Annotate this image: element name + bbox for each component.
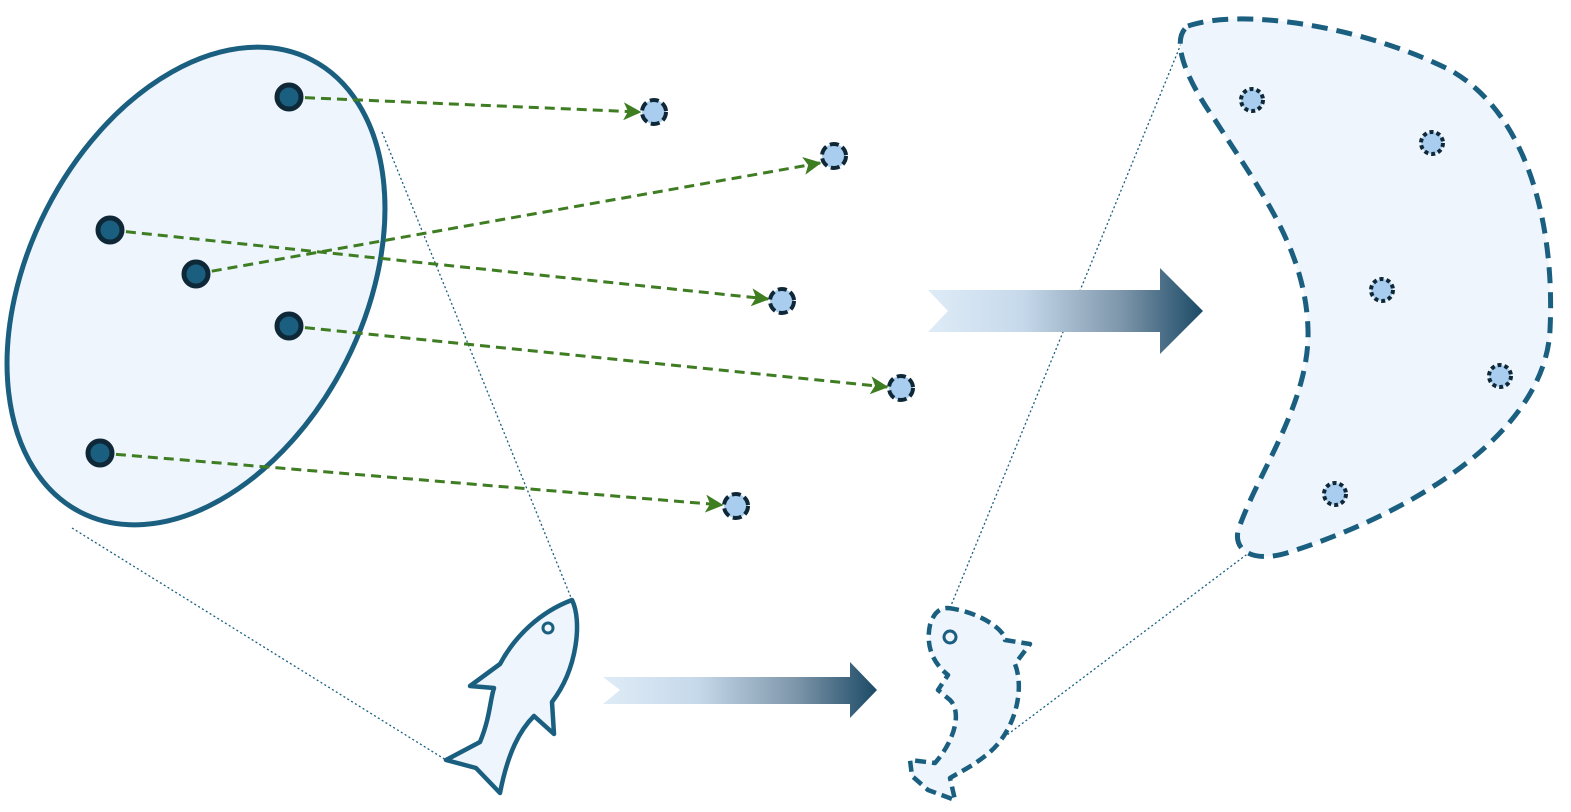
source-point [85,438,115,468]
source-point [181,259,211,289]
source-points [85,82,304,468]
mapped-point [640,98,668,126]
leader-line-left-top [381,131,573,601]
target-domain-region [1177,16,1554,559]
source-domain-ellipse [4,44,388,528]
target-region-point [1239,87,1265,113]
mapping-arrows [99,95,889,513]
source-point [95,215,125,245]
shark-icon [443,597,580,796]
leader-line-right-bottom [1002,551,1251,739]
transform-arrow-large [928,268,1203,354]
target-region-point [1487,363,1513,389]
mapped-point [887,374,915,402]
target-region-point [1322,481,1348,507]
target-region-point [1419,130,1445,156]
jumping-fish-icon [907,605,1033,803]
leader-line-left-bottom [71,527,447,761]
mapping-arrow-3 [109,228,770,307]
source-point [274,311,304,341]
mapped-point [820,142,848,170]
leader-lines [71,43,1251,761]
shark-eye [541,621,555,635]
transform-arrow-small [603,662,877,718]
source-point [274,82,304,112]
mapping-arrow-1 [288,95,642,121]
mapping-arrow-2 [195,157,822,276]
mapping-arrow-5 [99,451,724,513]
fish-eye [942,629,958,645]
mapped-points [640,98,915,520]
target-region-point [1369,277,1395,303]
mapped-point [768,287,796,315]
target-region-points [1239,87,1513,507]
mapped-point [722,492,750,520]
mapping-arrow-4 [288,324,889,395]
